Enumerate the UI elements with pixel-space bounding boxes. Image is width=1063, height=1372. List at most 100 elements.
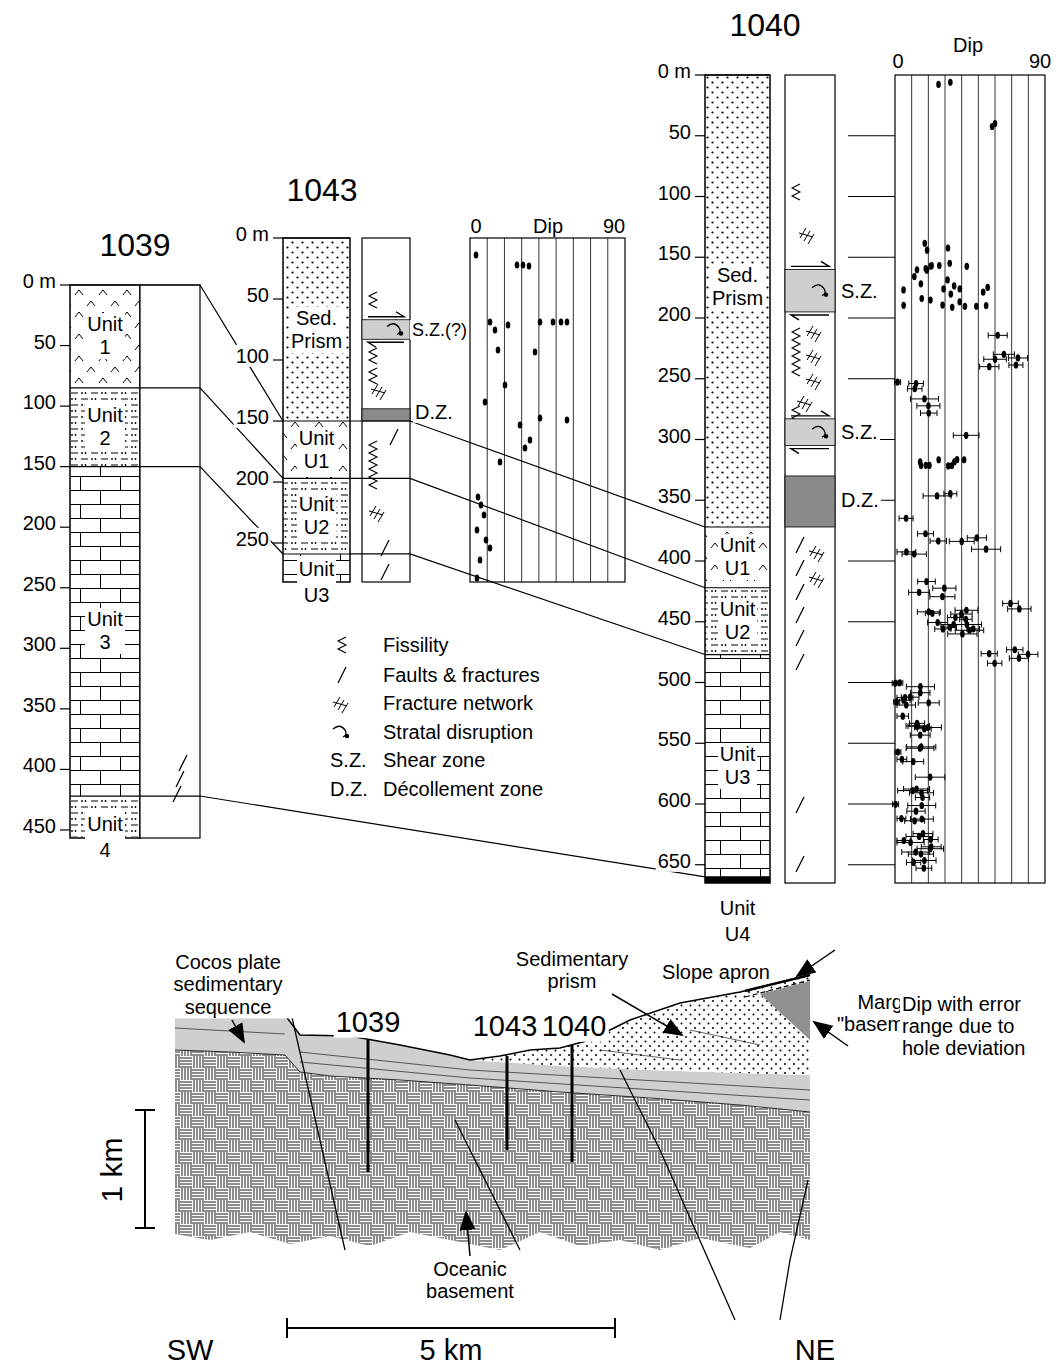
error-bar	[917, 609, 940, 615]
unit-fill	[283, 421, 350, 478]
dip-point	[482, 511, 487, 518]
depth-tick	[848, 682, 895, 683]
dip-point	[904, 515, 909, 522]
error-bar	[918, 531, 934, 537]
prism-internal-line	[690, 1030, 760, 1045]
dip-grid-line	[521, 238, 522, 582]
fissility-symbol	[369, 292, 377, 308]
fracture-network-symbol	[369, 506, 384, 522]
depth-tick	[695, 743, 705, 744]
fracture-network-symbol	[809, 546, 824, 562]
dip-point	[935, 619, 940, 626]
dip-point	[919, 802, 924, 809]
unit-label: Unit U1	[297, 427, 337, 473]
depth-tick	[273, 359, 283, 360]
dip-point	[936, 81, 941, 88]
dip-point	[551, 318, 556, 325]
dip-point	[538, 318, 543, 325]
figure-label: 450	[656, 607, 693, 629]
depth-tick	[848, 561, 895, 562]
error-bar	[909, 381, 924, 387]
lithology-unit: Unit U1	[283, 421, 350, 478]
unit-boundary	[70, 387, 140, 388]
figure-label: NE	[793, 1334, 837, 1366]
dip-point	[475, 526, 480, 533]
figure-label: 250	[21, 573, 58, 595]
dip-point	[915, 722, 920, 729]
error-bar	[923, 837, 938, 843]
dip-point	[964, 607, 969, 614]
figure-label: Cocos plate sedimentary sequence	[161, 951, 295, 1018]
depth-tick	[60, 829, 70, 830]
dip-point	[948, 79, 953, 86]
dip-frame	[470, 238, 625, 582]
depth-tick	[60, 769, 70, 770]
dip-point	[488, 318, 493, 325]
fracture-network-symbol	[799, 228, 814, 244]
dip-point	[957, 298, 962, 305]
prism-surface-line	[470, 975, 810, 1060]
zone-band	[785, 476, 835, 527]
error-bar	[902, 849, 930, 855]
unit-boundary	[283, 553, 350, 554]
error-bar	[913, 857, 936, 863]
depth-tick	[848, 743, 895, 744]
dip-grid-line	[504, 238, 505, 582]
lithology-unit: Unit U1	[705, 527, 770, 588]
fault-symbol	[796, 607, 804, 623]
error-bar	[988, 332, 1007, 338]
shear-sense-arrow	[791, 261, 829, 266]
legend-text: Stratal disruption	[381, 721, 535, 743]
unit-label: Unit 3	[85, 608, 125, 654]
dip-point	[984, 302, 989, 309]
legend-symbols	[333, 637, 892, 1007]
fault-line	[288, 1000, 345, 1250]
dip-point	[940, 302, 945, 309]
legend-text: Shear zone	[381, 749, 487, 771]
error-bar	[911, 816, 934, 822]
depth-tick	[273, 237, 283, 238]
error-bar	[897, 680, 903, 686]
legend-sample	[333, 726, 349, 738]
drill-hole	[571, 1045, 574, 1162]
dip-point	[963, 303, 968, 310]
fault-symbol	[338, 667, 346, 683]
dip-point	[922, 240, 927, 247]
figure-label: 100	[234, 345, 271, 367]
dip-point	[901, 286, 906, 293]
depth-tick	[695, 135, 705, 136]
dip-point	[538, 414, 543, 421]
figure-label: 350	[21, 694, 58, 716]
fracture-network-symbol	[797, 396, 812, 412]
depth-tick	[848, 378, 895, 379]
legend-text: Décollement zone	[381, 778, 545, 800]
error-bar	[906, 684, 934, 690]
unit-label: Unit U2	[297, 493, 337, 539]
figure-label: S.Z.	[839, 280, 880, 302]
error-bar	[967, 535, 986, 541]
fault-symbol	[796, 537, 804, 553]
fault-symbol	[381, 564, 389, 580]
error-bar	[916, 865, 932, 871]
dip-point	[1002, 351, 1007, 358]
dip-point	[936, 537, 941, 544]
figure-label: 250	[656, 364, 693, 386]
error-bar	[908, 803, 936, 809]
figure-label: 600	[656, 789, 693, 811]
unit-boundary	[70, 795, 140, 796]
zone-band	[362, 409, 410, 421]
dip-point	[922, 857, 927, 864]
fracture-network-symbol	[333, 697, 348, 713]
dip-point	[904, 701, 909, 708]
unit-fill	[70, 388, 140, 467]
figure-label: 200	[234, 467, 271, 489]
dip-point	[527, 262, 532, 269]
dip-point	[1012, 646, 1017, 653]
drill-hole	[506, 1056, 509, 1150]
depth-tick	[848, 439, 895, 440]
dip-point	[946, 462, 951, 469]
figure-label: 50	[667, 121, 693, 143]
dip-grid-line	[961, 75, 962, 883]
figure-label: D.Z.	[839, 489, 881, 511]
